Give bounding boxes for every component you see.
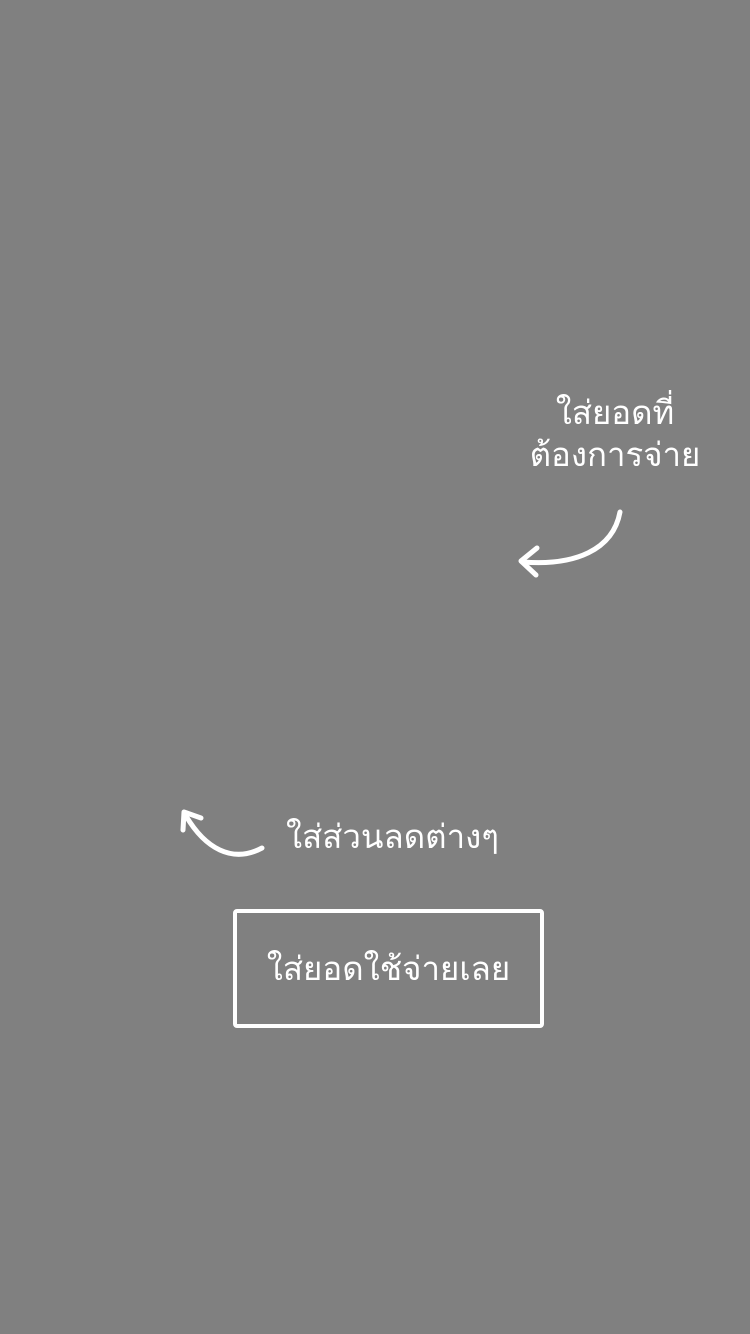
discount-hint: ใส่ส่วนลดต่างๆ: [286, 817, 499, 856]
amount-hint-line2: ต้องการจ่าย: [529, 435, 701, 474]
curved-arrow-left-icon: [518, 509, 623, 578]
enter-expense-button[interactable]: ใส่ยอดใช้จ่ายเลย: [233, 909, 544, 1028]
amount-hint-line1: ใส่ยอดที่: [555, 393, 675, 432]
curved-arrow-up-left-icon: [180, 809, 265, 857]
amount-hint: ใส่ยอดที่ ต้องการจ่าย: [520, 392, 710, 476]
